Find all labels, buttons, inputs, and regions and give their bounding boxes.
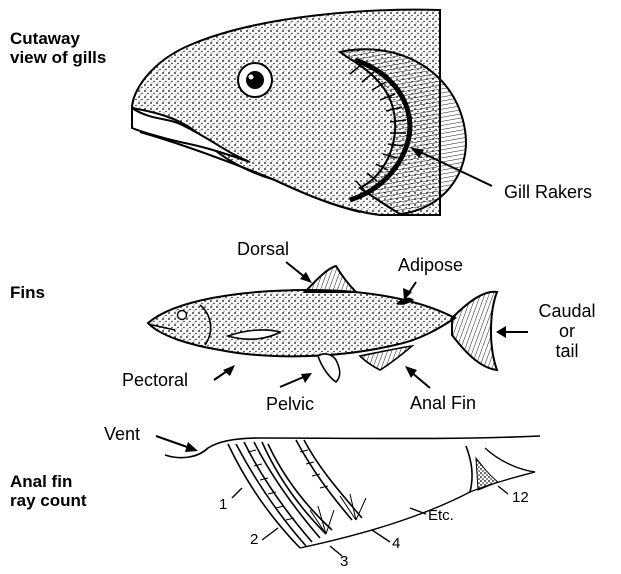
vent-arrow bbox=[156, 436, 198, 452]
label-dorsal: Dorsal bbox=[237, 240, 289, 260]
section-title-gills-line1: Cutaway bbox=[10, 30, 106, 49]
ray-number-1: 1 bbox=[219, 497, 227, 514]
fish-pupil bbox=[246, 71, 264, 89]
section-title-gills: Cutaway view of gills bbox=[10, 30, 106, 67]
section-title-anal-ray-count: Anal fin ray count bbox=[10, 473, 87, 510]
label-caudal-line3: tail bbox=[534, 342, 600, 362]
label-caudal-line2: or bbox=[534, 322, 600, 342]
pelvic-fin bbox=[318, 354, 340, 382]
label-vent: Vent bbox=[104, 425, 140, 445]
dorsal-fin bbox=[305, 266, 356, 292]
fin-membrane-outline bbox=[300, 448, 535, 548]
ray-number-12: 12 bbox=[512, 490, 529, 507]
fin-ray-4 bbox=[296, 440, 366, 520]
section-title-anal-line1: Anal fin bbox=[10, 473, 87, 492]
caudal-arrow bbox=[496, 326, 528, 338]
ray-etc: Etc. bbox=[428, 508, 454, 525]
ray-number-4: 4 bbox=[392, 536, 400, 553]
section-title-gills-line2: view of gills bbox=[10, 49, 106, 68]
fin-ray-12 bbox=[466, 446, 498, 492]
fin-ray-3 bbox=[262, 442, 334, 534]
belly-outline bbox=[165, 436, 540, 458]
label-caudal: Caudal or tail bbox=[534, 302, 600, 361]
ray-number-leaders bbox=[232, 486, 508, 556]
section-title-fins: Fins bbox=[10, 284, 45, 303]
section-title-anal-line2: ray count bbox=[10, 492, 87, 511]
label-anal-fin: Anal Fin bbox=[410, 394, 476, 414]
dorsal-arrow bbox=[286, 262, 312, 283]
label-adipose: Adipose bbox=[398, 256, 463, 276]
ray-number-3: 3 bbox=[340, 554, 348, 571]
label-pectoral: Pectoral bbox=[122, 371, 188, 391]
fish-body-drawing bbox=[148, 266, 497, 382]
ray-number-2: 2 bbox=[250, 532, 258, 549]
label-gill-rakers: Gill Rakers bbox=[504, 183, 592, 203]
adipose-arrow bbox=[403, 282, 416, 300]
pectoral-arrow bbox=[214, 365, 235, 380]
fish-small-eye bbox=[178, 311, 187, 320]
pelvic-arrow bbox=[280, 373, 312, 387]
gill-head-drawing bbox=[132, 10, 466, 215]
label-caudal-line1: Caudal bbox=[534, 302, 600, 322]
label-pelvic: Pelvic bbox=[266, 395, 314, 415]
caudal-fin bbox=[452, 292, 497, 370]
anal-fin-arrow bbox=[405, 366, 430, 388]
